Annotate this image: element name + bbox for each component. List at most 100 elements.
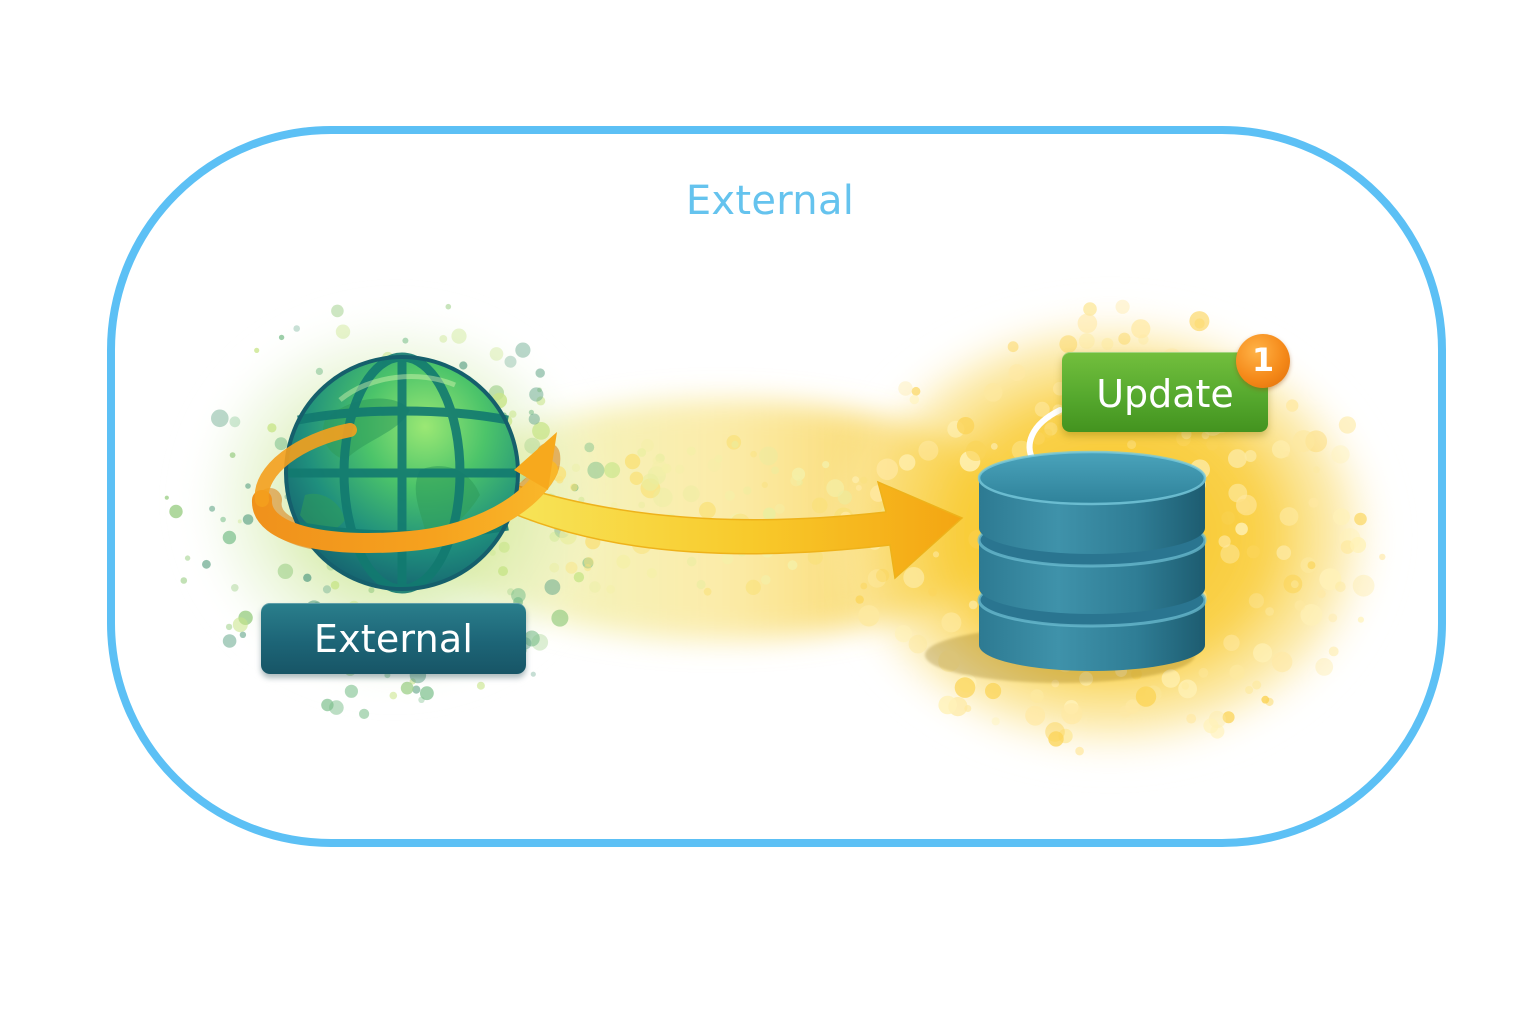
particle-dot	[661, 463, 672, 474]
particle-dot	[985, 682, 1002, 700]
particle-dot	[759, 446, 778, 466]
particle-dot	[587, 461, 605, 479]
particle-dot	[932, 551, 940, 558]
particle-dot	[535, 368, 545, 378]
particle-dot	[245, 483, 251, 489]
particle-dot	[1218, 535, 1231, 548]
particle-dot	[941, 612, 962, 633]
particle-dot	[303, 573, 312, 582]
particle-dot	[790, 474, 802, 487]
particle-dot	[822, 461, 830, 469]
particle-dot	[1307, 561, 1316, 570]
particle-dot	[1083, 302, 1097, 316]
particle-dot	[696, 579, 706, 590]
particle-dot	[489, 549, 496, 556]
particle-dot	[743, 486, 752, 495]
particle-dot	[582, 557, 594, 569]
particle-dot	[293, 325, 301, 332]
particle-dot	[1220, 544, 1240, 564]
particle-dot	[855, 484, 862, 491]
particle-dot	[983, 383, 1003, 402]
particle-dot	[222, 634, 237, 648]
database-icon	[925, 407, 1207, 683]
particle-dot	[523, 630, 540, 647]
particle-dot	[476, 681, 485, 690]
particle-dot	[211, 409, 229, 428]
particle-dot	[991, 717, 1000, 726]
particle-dot	[641, 439, 654, 452]
particle-dot	[1061, 703, 1083, 725]
particle-dot	[1271, 651, 1293, 673]
particle-dot	[551, 609, 569, 627]
update-label: Update	[1096, 372, 1234, 416]
particle-dot	[1283, 451, 1290, 458]
particle-dot	[529, 387, 544, 402]
particle-dot	[1313, 466, 1320, 474]
source-label-tag: External	[261, 603, 526, 674]
particle-dot	[965, 440, 987, 461]
particle-dot	[1235, 522, 1248, 536]
particle-dot	[1290, 580, 1299, 589]
particle-dot	[180, 577, 188, 584]
particle-dot	[1379, 553, 1386, 561]
particle-dot	[524, 437, 541, 454]
particle-dot	[439, 335, 448, 343]
particle-dot	[911, 386, 921, 396]
particle-dot	[1328, 613, 1338, 623]
particle-dot	[956, 417, 975, 435]
particle-dot	[1189, 311, 1210, 332]
particle-dot	[637, 448, 647, 457]
particle-dot	[1007, 341, 1019, 353]
particle-dot	[898, 381, 913, 396]
particle-dot	[335, 324, 351, 339]
particle-dot	[1127, 440, 1137, 450]
particle-dot	[584, 564, 592, 572]
particle-dot	[1206, 438, 1219, 451]
particle-dot	[724, 490, 735, 501]
particle-dot	[1131, 319, 1151, 339]
particle-dot	[1248, 593, 1264, 609]
source-label: External	[313, 616, 474, 661]
particle-dot	[624, 453, 641, 470]
particle-dot	[1075, 746, 1084, 756]
particle-dot	[571, 463, 581, 472]
particle-dot	[225, 623, 233, 631]
particle-dot	[274, 437, 288, 451]
particle-dot	[852, 476, 860, 484]
particle-dot	[1030, 689, 1044, 703]
particle-dot	[990, 443, 998, 450]
particle-dot	[209, 505, 216, 512]
particle-dot	[1245, 686, 1254, 694]
flow-arrow	[504, 480, 964, 580]
particle-dot	[610, 502, 618, 509]
particle-dot	[1221, 511, 1235, 525]
particle-dot	[1265, 697, 1274, 707]
particle-dot	[1279, 507, 1299, 526]
particle-dot	[860, 582, 868, 590]
particle-dot	[530, 671, 536, 677]
particle-dot	[860, 476, 868, 484]
particle-dot	[928, 587, 937, 597]
particle-dot	[1008, 364, 1026, 382]
particle-dot	[1203, 718, 1219, 734]
particle-dot	[402, 337, 409, 344]
particle-dot	[498, 541, 510, 553]
particle-dot	[515, 342, 531, 358]
particle-dot	[908, 634, 928, 654]
particle-dot	[583, 557, 594, 567]
particle-dot	[934, 481, 943, 491]
particle-dot	[1261, 695, 1270, 704]
particle-dot	[237, 519, 242, 524]
particle-dot	[826, 479, 845, 497]
particle-dot	[1253, 643, 1273, 663]
particle-dot	[1294, 600, 1306, 611]
particle-dot	[762, 507, 776, 521]
particle-dot	[1077, 313, 1098, 334]
particle-dot	[549, 562, 560, 573]
particle-dot	[1265, 607, 1274, 616]
particle-dot	[584, 442, 595, 453]
particle-dot	[509, 410, 517, 418]
particle-dot	[1125, 699, 1140, 714]
particle-dot	[1350, 537, 1367, 553]
particle-dot	[1186, 713, 1197, 724]
